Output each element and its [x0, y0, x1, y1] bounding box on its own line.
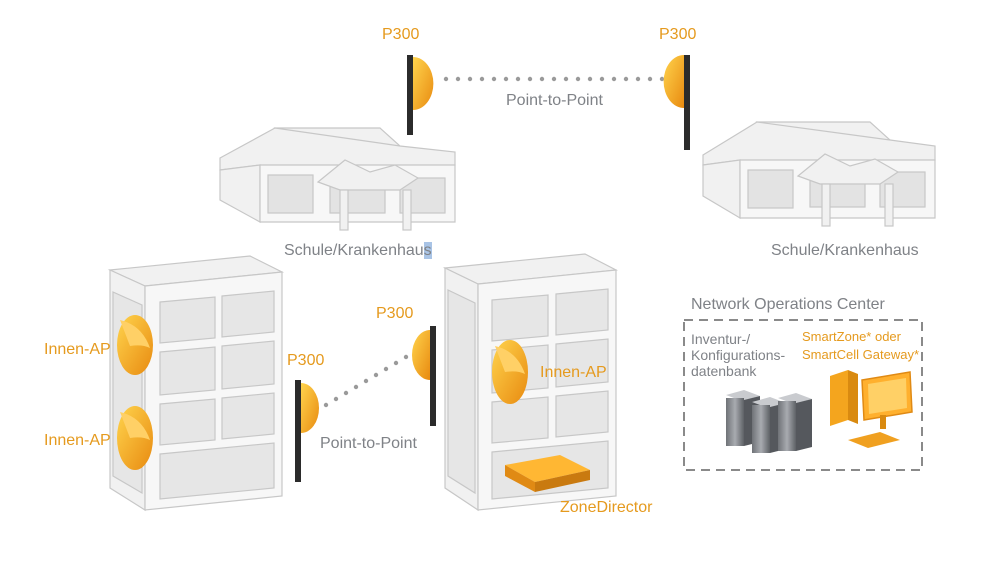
smartzone-label: SmartZone* oder SmartCell Gateway* — [802, 329, 920, 362]
p300-label-top-right: P300 — [659, 26, 697, 43]
ptp-label-top: Point-to-Point — [506, 92, 603, 109]
antenna-icon — [407, 55, 434, 135]
ptp-link-top — [443, 76, 665, 82]
office-building-middle — [442, 253, 619, 512]
ptp-label-bottom: Point-to-Point — [320, 435, 417, 452]
building-label-right: Schule/Krankenhaus — [771, 242, 919, 259]
p300-label-top-left: P300 — [382, 26, 420, 43]
access-point-icon — [117, 406, 153, 470]
controller-icon — [505, 455, 590, 492]
building-label-left-text: Schule/Krankenhau — [284, 242, 424, 259]
server-icon — [726, 390, 812, 453]
antenna-icon — [412, 326, 436, 426]
computer-icon — [830, 370, 913, 448]
selected-text: s — [423, 242, 432, 259]
noc-title: Network Operations Center — [691, 296, 885, 313]
antenna-icon — [295, 380, 319, 482]
innen-ap-label-3: Innen-AP — [540, 364, 607, 381]
p300-label-mid-left: P300 — [287, 352, 325, 369]
school-building-right — [702, 121, 936, 227]
zonedirector-label: ZoneDirector — [560, 499, 653, 516]
antenna-icon — [663, 55, 690, 150]
access-point-icon — [117, 315, 153, 375]
school-building-left — [219, 127, 456, 231]
office-building-left — [107, 255, 285, 512]
inventory-db-label: Inventur-/ Konfigurations- datenbank — [691, 331, 786, 379]
building-label-left: Schule/Krankenhaus — [284, 242, 432, 260]
p300-label-mid-right: P300 — [376, 305, 414, 322]
ptp-link-bottom — [323, 354, 409, 408]
innen-ap-label-2: Innen-AP — [44, 432, 111, 449]
access-point-icon — [492, 340, 528, 404]
innen-ap-label-1: Innen-AP — [44, 341, 111, 358]
